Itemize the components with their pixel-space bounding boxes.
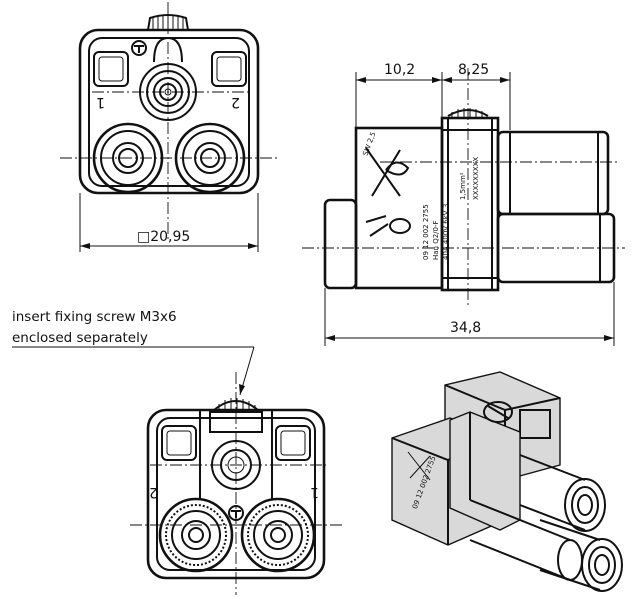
rear-pin-label-2: 2 [149, 484, 158, 500]
front-pin-label-1: 1 [96, 94, 105, 110]
side-rating: 40A 400V 6kV 3 [442, 204, 450, 260]
note-line-1: insert fixing screw M3x6 [12, 309, 177, 325]
front-view: 1 2 □20,95 [60, 2, 280, 252]
dimension-square: □20,95 [137, 229, 190, 245]
dimension-length: 34,8 [450, 320, 481, 336]
note: insert fixing screw M3x6 enclosed separa… [12, 309, 255, 396]
side-type: Han Q2/0-F [432, 220, 440, 260]
note-line-2: enclosed separately [12, 330, 148, 346]
isometric-view: 09 12 002 2755 [391, 371, 623, 592]
dimension-width-right: 8,25 [458, 62, 489, 78]
side-view: 10,2 8,25 09 12 002 2755 Han Q2/0-F 4 [302, 62, 625, 346]
front-pin-label-2: 2 [231, 94, 240, 110]
side-part-number: 09 12 002 2755 [422, 204, 430, 260]
side-serial: XXXXXXXXX [472, 157, 480, 200]
rear-view: 2 1 [130, 372, 345, 595]
side-sw-label: SW 2,5 [362, 131, 378, 157]
side-wire: 1,5mm² [459, 172, 467, 200]
dimension-width-left: 10,2 [384, 62, 415, 78]
rear-pin-label-1: 1 [310, 484, 319, 500]
